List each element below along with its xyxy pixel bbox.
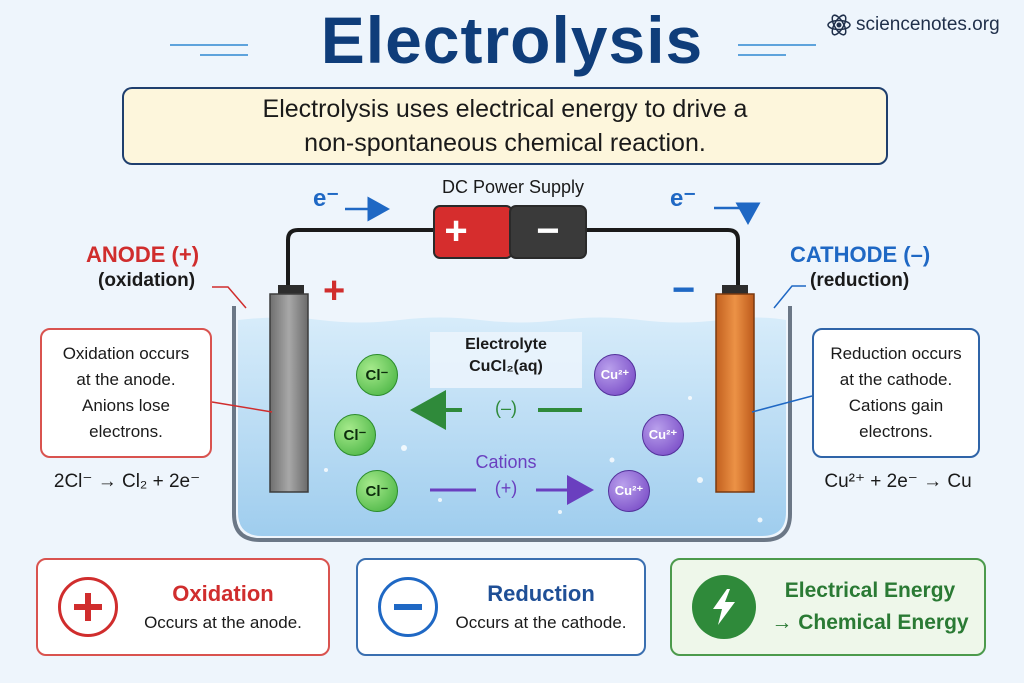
wire: [586, 228, 740, 292]
reduction-title: Reduction: [487, 581, 595, 606]
title-decoration-line: [170, 44, 248, 46]
cathode-sign: −: [672, 268, 696, 312]
cathode-subtitle: (reduction): [810, 270, 910, 291]
electrolyte-name: Electrolyte: [465, 336, 547, 353]
electron-label-left: e⁻: [313, 185, 340, 212]
bubble: [401, 445, 407, 451]
oxidation-description: Occurs at the anode.: [144, 613, 302, 632]
anode-subtitle: (oxidation): [98, 270, 196, 291]
atom-icon: [827, 14, 851, 36]
anode-title: ANODE (+): [86, 242, 200, 267]
page-title: Electrolysis: [320, 3, 704, 77]
title-decoration-line: [738, 54, 786, 56]
electron-label-right: e⁻: [670, 185, 697, 212]
anode-callout-line: electrons.: [89, 422, 163, 441]
bubble: [688, 396, 692, 400]
copper-ion: Cu²⁺: [608, 470, 650, 512]
reduction-card: Reduction Occurs at the cathode.: [356, 558, 646, 656]
cathode-callout-line: Reduction occurs: [830, 344, 962, 363]
bubble: [324, 468, 328, 472]
definition-line-2: non-spontaneous chemical reaction.: [304, 129, 706, 157]
copper-ion: Cu²⁺: [594, 354, 636, 396]
anode-equation: 2Cl⁻ → Cl₂ + 2e⁻: [53, 471, 201, 492]
cathode-title: CATHODE (–): [790, 242, 931, 267]
anode-callout-connector: [211, 401, 273, 413]
bubble: [558, 510, 562, 514]
title-decoration-line: [200, 54, 248, 56]
energy-line-1: Electrical Energy: [784, 579, 956, 602]
energy-conversion-card: Electrical Energy → Chemical Energy: [670, 558, 986, 656]
negative-terminal-sign: −: [536, 209, 560, 253]
copper-ion: Cu²⁺: [642, 414, 684, 456]
anode-callout-line: Anions lose: [82, 396, 170, 415]
bubble: [438, 498, 442, 502]
chloride-ion: Cl⁻: [356, 470, 398, 512]
anode-sign: +: [323, 270, 346, 312]
cathode-cap: [722, 285, 748, 295]
electrolyte-label: Electrolyte CuCl₂(aq): [430, 332, 582, 388]
power-supply-label: DC Power Supply: [441, 177, 585, 197]
wire: [286, 228, 436, 292]
cation-flow-label: Cations: [475, 452, 537, 472]
reduction-description: Occurs at the cathode.: [455, 613, 627, 632]
anion-flow-label: (–): [495, 398, 517, 418]
plus-circle-icon: [58, 577, 118, 637]
chloride-ion: Cl⁻: [334, 414, 376, 456]
energy-line-2: → Chemical Energy: [771, 611, 969, 634]
anode-electrode: [269, 293, 309, 493]
brand-link[interactable]: sciencenotes.org: [826, 12, 1000, 38]
cathode-leader-line: [773, 285, 806, 309]
oxidation-card: Oxidation Occurs at the anode.: [36, 558, 330, 656]
bubble: [609, 457, 615, 463]
cathode-callout: Reduction occurs at the cathode. Cations…: [812, 328, 980, 458]
cathode-callout-connector: [751, 395, 813, 413]
bubble: [757, 517, 763, 523]
anode-callout-line: at the anode.: [76, 370, 176, 389]
title-decoration-line: [738, 44, 816, 46]
bubble: [697, 477, 703, 483]
electron-flow-arrow: [714, 202, 761, 225]
lightning-bolt-icon: [692, 575, 756, 639]
beaker: [232, 306, 792, 542]
oxidation-title: Oxidation: [172, 581, 274, 606]
definition-box: Electrolysis uses electrical energy to d…: [122, 87, 888, 165]
cathode-callout-line: electrons.: [859, 422, 933, 441]
anode-callout-line: Oxidation occurs: [62, 344, 190, 363]
power-supply-negative: [509, 205, 587, 259]
definition-line-1: Electrolysis uses electrical energy to d…: [262, 95, 748, 123]
anode-cap: [278, 285, 304, 295]
anode-callout: Oxidation occurs at the anode. Anions lo…: [40, 328, 212, 458]
chloride-ion: Cl⁻: [356, 354, 398, 396]
cathode-equation: Cu²⁺ + 2e⁻ → Cu: [824, 471, 972, 492]
cathode-electrode: [715, 293, 755, 493]
cathode-callout-line: at the cathode.: [839, 370, 953, 389]
anode-leader-line: [212, 286, 247, 309]
positive-terminal-sign: +: [444, 209, 468, 253]
cathode-callout-line: Cations gain: [848, 396, 944, 415]
cation-flow-sign: (+): [494, 478, 518, 498]
brand-text: sciencenotes.org: [856, 14, 1000, 35]
minus-circle-icon: [378, 577, 438, 637]
electrolyte-formula: CuCl₂(aq): [469, 358, 543, 375]
